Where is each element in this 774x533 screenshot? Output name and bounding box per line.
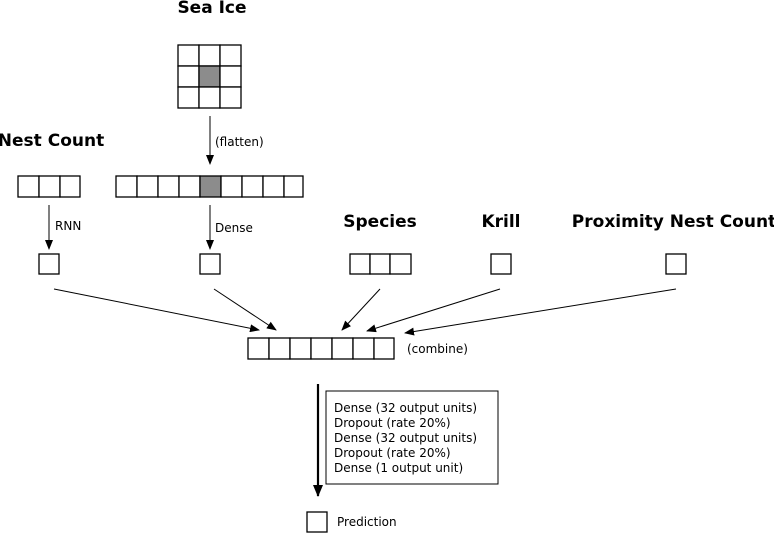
sea-ice-to-combine-arrow [213,288,277,331]
sea-ice-cell [219,44,242,67]
sea-ice-cell [177,44,200,67]
sea-ice-cell [219,86,242,109]
sea-ice-cell-highlighted [198,65,221,88]
prediction-output [306,511,328,533]
species-cell [369,253,391,275]
combine-label: (combine) [407,342,468,356]
combined-cell [247,337,270,360]
combined-vector [247,337,395,360]
species-to-combine-arrow [341,288,381,331]
combined-cell [331,337,354,360]
proximity-nest-count-input [665,253,687,275]
prediction-label: Prediction [337,515,397,529]
flat-cell-highlighted [199,175,222,198]
flat-cell [262,175,285,198]
combined-cell [352,337,375,360]
nest-count-title: Nest Count [0,131,104,151]
sea-ice-cell [177,86,200,109]
sea-ice-title: Sea Ice [177,0,246,18]
krill-input [490,253,512,275]
nest-count-cell [38,175,61,198]
sea-ice-grid [177,44,242,109]
sea-ice-cell [198,44,221,67]
sea-ice-cell [219,65,242,88]
flat-cell [136,175,159,198]
flat-cell [283,175,304,198]
species-title: Species [343,212,417,232]
flat-cell [220,175,243,198]
flat-cell [157,175,180,198]
layer-4-label: Dropout (rate 20%) [334,446,451,460]
combined-cell [289,337,312,360]
sea-ice-cell [198,86,221,109]
dense-label: Dense [215,221,253,235]
nest-count-cell [17,175,40,198]
combined-cell [373,337,395,360]
dense-layers-box [325,390,499,485]
krill-to-combine-arrow [366,288,501,333]
flat-cell [115,175,138,198]
rnn-label: RNN [55,219,81,233]
species-cell [349,253,371,275]
krill-title: Krill [481,212,520,232]
layer-5-label: Dense (1 output unit) [334,461,463,475]
proximity-nest-count-title: Proximity Nest Count [572,212,774,232]
flat-cell [241,175,264,198]
nest-count-rnn-output [38,253,60,275]
layer-2-label: Dropout (rate 20%) [334,416,451,430]
nest-count-cell [59,175,81,198]
flattened-vector [115,175,304,198]
flatten-label: (flatten) [215,135,264,149]
combined-cell [268,337,291,360]
sea-ice-dense-output [199,253,221,275]
proximity-to-combine-arrow [404,288,677,336]
sea-ice-cell [177,65,200,88]
nest-count-to-combine-arrow [53,288,260,333]
nest-count-vector [17,175,81,198]
species-vector [349,253,412,275]
flat-cell [178,175,201,198]
combined-cell [310,337,333,360]
layer-1-label: Dense (32 output units) [334,401,477,415]
species-cell [389,253,412,275]
layer-3-label: Dense (32 output units) [334,431,477,445]
